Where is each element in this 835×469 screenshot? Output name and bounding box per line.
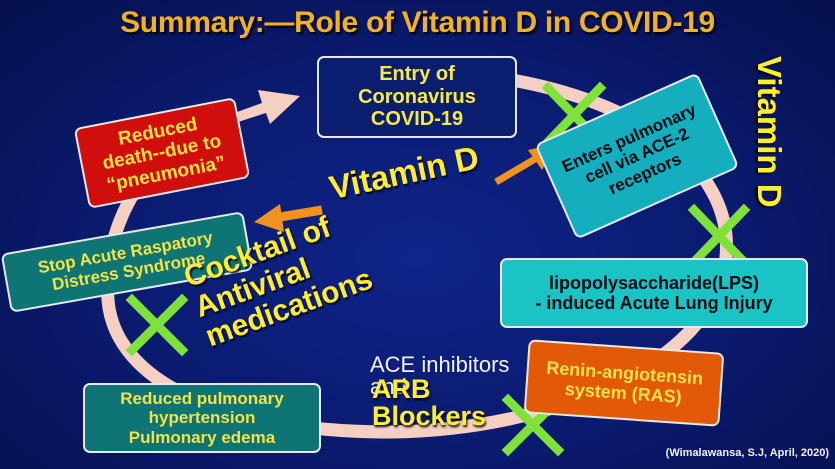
node-reduced-pulmonary: Reduced pulmonary hypertension Pulmonary… <box>83 383 321 453</box>
cycle-arrow-head <box>226 90 300 124</box>
label-vitamin-d-right: Vitamin D <box>751 56 788 208</box>
label-arb-blockers: ARB Blockers <box>372 374 487 431</box>
node-renin-angiotensin: Renin-angiotensin system (RAS) <box>523 339 725 427</box>
node-lps-lung-injury: lipopolysaccharide(LPS) - induced Acute … <box>500 258 808 328</box>
page-title: Summary:—Role of Vitamin D in COVID-19 <box>120 6 715 39</box>
citation: (Wimalawansa, S.J, April, 2020) <box>665 447 829 459</box>
x-mark-left <box>125 293 189 357</box>
node-entry-coronavirus: Entry of Coronavirus COVID-19 <box>317 56 517 138</box>
label-ace-inhibitors: ACE inhibitors and <box>370 352 510 399</box>
x-mark-right <box>687 203 751 269</box>
orange-arrow-to-stop-ards <box>254 204 323 232</box>
